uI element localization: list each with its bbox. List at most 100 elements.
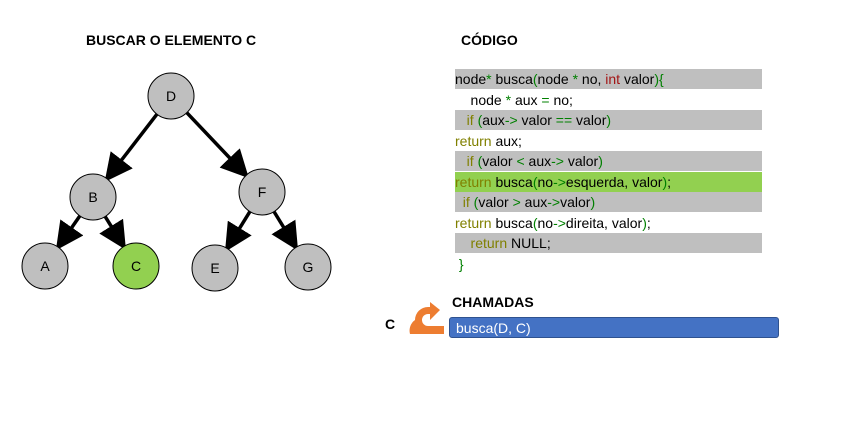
code-token: -> <box>551 153 568 169</box>
code-token: busca <box>495 173 533 190</box>
code-token: = <box>541 91 554 108</box>
tree-node-F: F <box>238 168 286 216</box>
code-token: return <box>455 173 496 190</box>
code-line-5: if (valor < aux-> valor) <box>455 151 762 171</box>
code-token: ( <box>477 153 483 169</box>
code-line-3: if (aux-> valor == valor) <box>455 110 762 130</box>
code-token: if <box>455 194 474 210</box>
code-token: < <box>516 153 529 169</box>
code-token: if <box>455 153 478 169</box>
tree-node-A: A <box>21 242 69 290</box>
code-token: aux <box>528 153 552 169</box>
edge-D-B <box>104 113 159 182</box>
tree-node-label: F <box>258 184 267 200</box>
code-token: ( <box>532 173 538 190</box>
edge-D-F <box>185 111 249 179</box>
code-title: CÓDIGO <box>461 32 518 48</box>
code-token: if <box>455 112 478 128</box>
code-token: aux <box>524 194 548 210</box>
code-token: -> <box>553 214 566 231</box>
code-line-1: node* busca(node * no, int valor){ <box>455 69 762 89</box>
code-token: ) <box>606 112 612 128</box>
tree-node-E: E <box>191 244 239 292</box>
code-token: int <box>605 71 624 87</box>
code-token: aux <box>514 91 542 108</box>
code-token: -> <box>504 112 522 128</box>
code-token: valor <box>560 194 591 210</box>
code-token: return <box>455 214 496 231</box>
code-token: esquerda, valor <box>565 173 663 190</box>
edge-B-C <box>99 215 126 250</box>
return-arrow-icon <box>409 302 444 334</box>
code-token: direita, valor <box>565 214 643 231</box>
code-token: } <box>455 255 464 272</box>
code-token: * <box>486 71 496 87</box>
return-value-label: C <box>385 316 396 332</box>
code-token: node <box>455 91 506 108</box>
code-token: valor <box>567 153 599 169</box>
code-token: valor <box>521 112 556 128</box>
code-token: valor <box>576 112 607 128</box>
code-token: busca <box>495 214 533 231</box>
code-token: ){ <box>654 71 664 87</box>
code-token: > <box>512 194 525 210</box>
code-token: ( <box>532 71 538 87</box>
code-token: ) <box>590 194 596 210</box>
code-line-9: return NULL; <box>455 233 762 253</box>
tree-node-label: G <box>303 259 314 275</box>
tree-node-circle <box>147 72 195 120</box>
tree-node-label: A <box>40 258 50 274</box>
code-token: return <box>455 235 512 251</box>
code-token: valor <box>478 194 513 210</box>
tree-node-C: C <box>112 242 160 290</box>
tree-node-circle <box>191 244 239 292</box>
edge-B-A <box>55 214 84 251</box>
code-token: ( <box>532 214 538 231</box>
code-token: -> <box>547 194 561 210</box>
code-token: return <box>455 132 496 149</box>
code-token: no, <box>581 71 606 87</box>
code-token: == <box>555 112 577 128</box>
code-line-8: return busca(no->direita, valor); <box>455 213 762 233</box>
tree-node-circle <box>284 243 332 291</box>
edge-F-E <box>224 210 252 252</box>
tree-node-label: D <box>166 88 176 104</box>
code-token: ; <box>667 173 671 190</box>
tree-node-label: C <box>131 258 141 274</box>
code-line-10: } <box>455 254 762 274</box>
code-token: * <box>505 91 515 108</box>
code-token: ( <box>477 112 483 128</box>
code-line-2: node * aux = no; <box>455 90 762 110</box>
code-token: NULL; <box>511 235 551 251</box>
code-token: no; <box>553 91 573 108</box>
code-token: node <box>537 71 573 87</box>
tree-node-label: E <box>210 260 219 276</box>
code-token: ; <box>646 214 651 231</box>
code-token: aux; <box>495 132 522 149</box>
code-token: node <box>455 71 487 87</box>
tree-node-label: B <box>88 189 97 205</box>
tree-node-D: D <box>147 72 195 120</box>
code-token: * <box>572 71 582 87</box>
tree-node-circle <box>238 168 286 216</box>
code-token: valor <box>623 71 655 87</box>
tree-node-B: B <box>69 173 117 221</box>
edge-F-G <box>271 210 299 251</box>
calls-title: CHAMADAS <box>452 294 534 310</box>
code-line-6: return busca(no->esquerda, valor); <box>455 171 762 192</box>
tree-node-G: G <box>284 243 332 291</box>
code-line-7: if (valor > aux->valor) <box>455 192 762 212</box>
call-frame: busca(D, C) <box>449 317 779 338</box>
code-token: valor <box>482 153 517 169</box>
code-token: aux <box>482 112 505 128</box>
code-line-4: return aux; <box>455 131 762 151</box>
tree-node-circle <box>69 173 117 221</box>
code-token: no <box>537 214 554 231</box>
tree-node-circle <box>112 242 160 290</box>
code-token: ) <box>598 153 603 169</box>
code-token: -> <box>553 173 566 190</box>
tree-node-circle <box>21 242 69 290</box>
tree-title: BUSCAR O ELEMENTO C <box>86 32 257 48</box>
code-token: ) <box>662 173 668 190</box>
